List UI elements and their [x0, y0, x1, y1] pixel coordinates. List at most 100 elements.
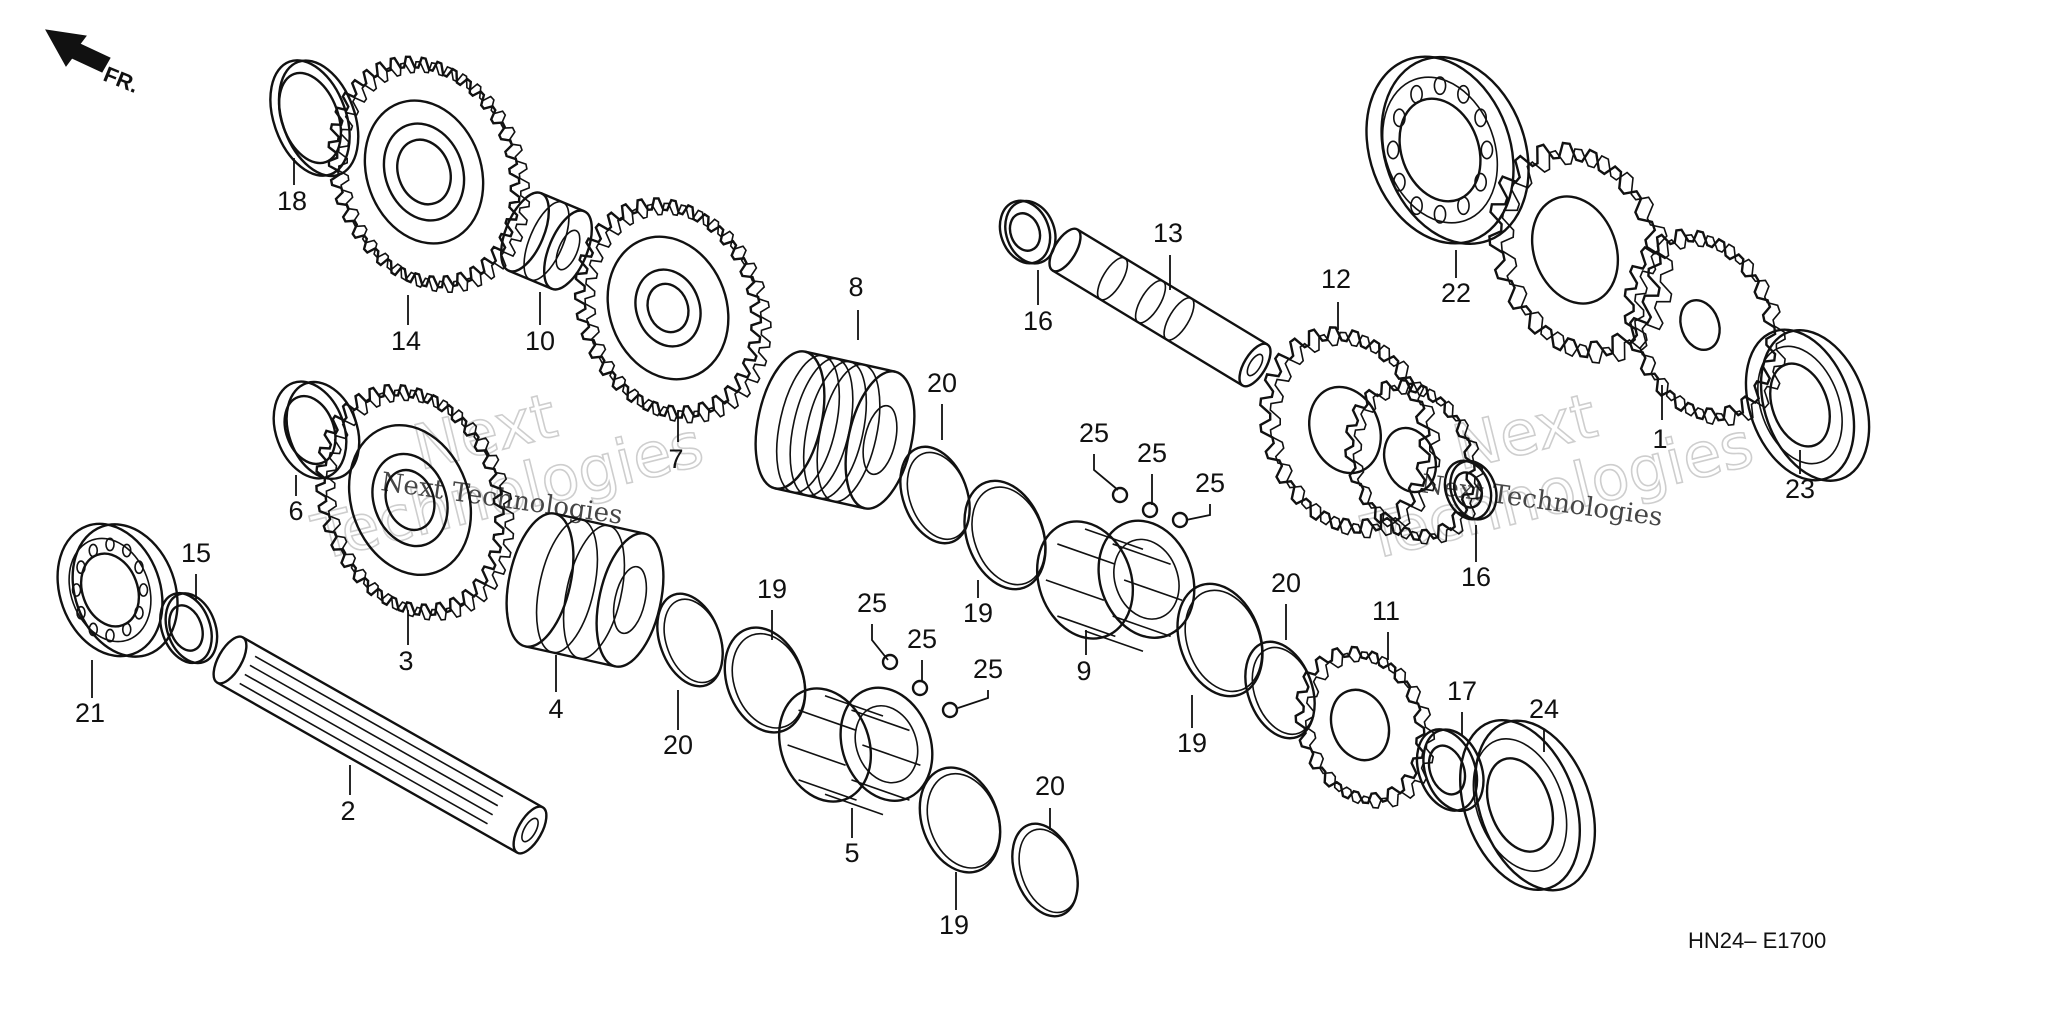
callout-c16b: 16	[1461, 525, 1491, 592]
part-19-bushing-b	[918, 766, 1002, 874]
callout-label: 20	[927, 368, 957, 398]
part-14-gear	[327, 55, 531, 293]
callout-c21: 21	[75, 660, 105, 728]
part-25-dowel-5	[911, 679, 929, 697]
callout-label: 11	[1372, 596, 1400, 626]
parts-group	[56, 55, 1871, 918]
callouts-group: 1234567891011121314151616171819191919202…	[75, 158, 1815, 940]
callout-c12: 12	[1321, 264, 1351, 330]
callout-label: 12	[1321, 264, 1351, 294]
part-22-bearing	[1365, 55, 1530, 246]
leader-line	[1185, 504, 1211, 521]
callout-label: 15	[181, 538, 211, 568]
callout-c9: 9	[1076, 630, 1092, 686]
callout-c1: 1	[1652, 385, 1668, 454]
callout-label: 19	[939, 910, 969, 940]
callout-c16a: 16	[1023, 270, 1053, 336]
part-15-washer	[159, 591, 219, 665]
callout-label: 22	[1441, 278, 1471, 308]
callout-label: 8	[848, 272, 863, 302]
callout-c2: 2	[340, 765, 356, 826]
callout-label: 21	[75, 698, 105, 728]
callout-c25a: 25	[1079, 418, 1119, 491]
callout-c5: 5	[844, 808, 860, 868]
callout-label: 16	[1023, 306, 1053, 336]
part-11-gear	[1294, 645, 1436, 809]
callout-c20c: 20	[1035, 771, 1065, 830]
callout-c24: 24	[1529, 694, 1559, 752]
callout-c19d: 19	[1177, 695, 1207, 758]
callout-label: 20	[1271, 568, 1301, 598]
part-16-washer-a	[998, 199, 1057, 265]
part-20-snapring-c	[899, 445, 971, 545]
callout-c20b: 20	[663, 690, 693, 760]
leader-line	[1093, 454, 1119, 491]
part-7-gear	[573, 197, 772, 424]
callout-c20a: 20	[927, 368, 957, 440]
part-25-dowel-3	[1171, 511, 1189, 529]
part-25-dowel-6	[941, 701, 959, 719]
callout-c18: 18	[277, 158, 307, 216]
callout-c8: 8	[848, 272, 864, 340]
callout-label: 13	[1153, 218, 1183, 248]
callout-c22: 22	[1441, 250, 1471, 308]
callout-label: 3	[398, 646, 413, 676]
part-10-collar	[499, 191, 594, 291]
callout-c19b: 19	[963, 580, 993, 628]
part-19-bushing-d	[1176, 582, 1264, 698]
callout-c25d: 25	[857, 588, 889, 661]
part-23-bearing	[1744, 328, 1871, 482]
part-13-countershaft	[1048, 227, 1272, 388]
part-18-washer	[269, 59, 360, 178]
part-24-bearing	[1458, 718, 1597, 892]
callout-label: 14	[391, 326, 421, 356]
part-19-bushing-a	[723, 626, 807, 734]
part-1b-gear	[1623, 228, 1786, 427]
part-19-bushing-c	[963, 479, 1047, 591]
callout-label: 19	[963, 598, 993, 628]
part-9-needle-bearing	[1035, 519, 1196, 653]
leader-line	[871, 624, 889, 661]
callout-c6: 6	[288, 475, 304, 526]
part-21-bearing	[56, 522, 179, 658]
callout-c25c: 25	[1185, 468, 1225, 521]
callout-label: 24	[1529, 694, 1559, 724]
callout-label: 9	[1076, 656, 1091, 686]
part-16-washer-b	[1443, 459, 1498, 521]
part-20-snapring-a	[656, 592, 724, 688]
part-25-dowel-4	[881, 653, 899, 671]
callout-c17: 17	[1447, 676, 1477, 735]
callout-c3: 3	[398, 610, 414, 676]
callout-label: 20	[663, 730, 693, 760]
callout-c10: 10	[525, 292, 555, 356]
part-8-shifter-gear	[754, 350, 916, 510]
part-3-gear	[315, 383, 515, 621]
callout-c25e: 25	[907, 624, 937, 682]
part-2-mainshaft	[212, 635, 548, 855]
callout-label: 5	[844, 838, 859, 868]
callout-label: 19	[1177, 728, 1207, 758]
part-25-dowel-2	[1141, 501, 1159, 519]
callout-c25b: 25	[1137, 438, 1167, 505]
callout-c11: 11	[1372, 596, 1400, 660]
front-direction-label: FR.	[100, 61, 142, 97]
callout-label: 2	[340, 796, 355, 826]
callout-label: 16	[1461, 562, 1491, 592]
callout-label: 17	[1447, 676, 1477, 706]
callout-label: 25	[907, 624, 937, 654]
part-1-countergear	[1488, 141, 1674, 364]
callout-label: 1	[1652, 424, 1667, 454]
callout-label: 25	[973, 654, 1003, 684]
part-5-needle-bearing	[777, 686, 934, 816]
callout-c4: 4	[548, 655, 564, 724]
callout-c14: 14	[391, 295, 421, 356]
part-25-dowel-1	[1111, 486, 1129, 504]
callout-label: 6	[288, 496, 303, 526]
callout-c15: 15	[181, 538, 211, 600]
callout-c23: 23	[1785, 450, 1815, 504]
diagram-code: HN24– E1700	[1688, 928, 1826, 953]
leader-line	[957, 690, 989, 709]
callout-c19a: 19	[757, 574, 787, 640]
callout-label: 25	[1195, 468, 1225, 498]
